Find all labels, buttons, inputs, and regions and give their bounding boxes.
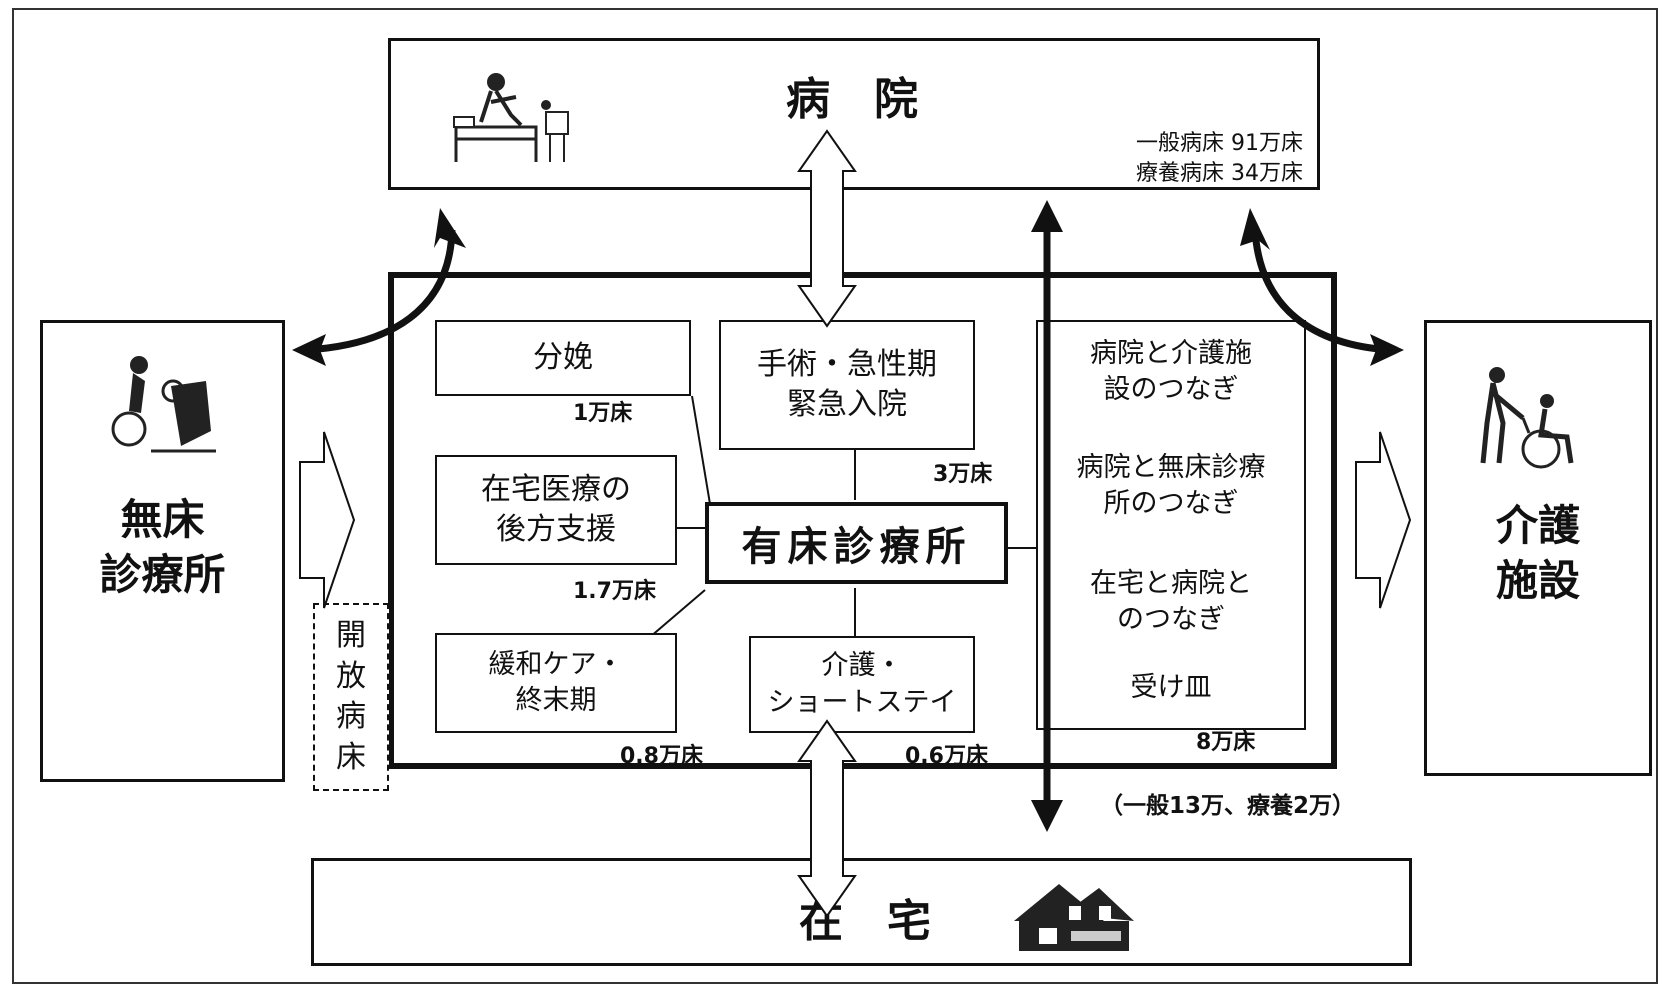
function-box-delivery: 分娩 [435,320,691,396]
function-delivery-label: 分娩 [533,339,593,375]
function-palliative-line2: 終末期 [515,685,597,716]
open-beds-char-2: 放 [336,658,366,694]
center-title-box: 有床診療所 [705,502,1008,584]
connection-breakdown: （一般13万、療養2万） [1100,793,1356,819]
connector-delivery [691,395,714,523]
function-box-palliative: 緩和ケア・ 終末期 [435,633,677,733]
arrowhead-up-hospital [1031,200,1063,232]
diagram-frame [12,8,1658,984]
care-facility-title: 介護 施設 [1427,479,1649,629]
connection-item-1-line1: 病院と介護施 [1090,338,1252,369]
hospital-bed-icon [453,73,569,162]
care-facility-title-line2: 施設 [1495,556,1580,605]
clinic-no-beds-title: 無床 診療所 [43,473,282,623]
function-home-support-line1: 在宅医療の [481,471,631,507]
arrowhead-to-hospital-right [1240,208,1270,250]
function-box-care: 介護・ ショートステイ [749,636,975,733]
care-facility-box: 介護 施設 [1424,320,1652,776]
function-care-beds: 0.6万床 [905,744,988,769]
arrowhead-to-clinic [292,334,326,366]
function-care-line2: ショートステイ [767,686,957,718]
connection-item-3-line1: 在宅と病院と [1090,568,1252,599]
connection-item-4-line1: 受け皿 [1130,672,1212,703]
inpatient-clinic-frame [388,272,1337,769]
hospital-long-term-beds: 療養病床 34万床 [1136,161,1303,186]
hospital-box: 病 院 一般病床 91万床 療養病床 34万床 [388,38,1320,190]
care-facility-title-line1: 介護 [1495,501,1580,551]
connection-item-2-line1: 病院と無床診療 [1076,452,1266,483]
function-box-surgery: 手術・急性期 緊急入院 [719,320,975,450]
open-beds-char-3: 病 [336,699,366,734]
hospital-general-beds: 一般病床 91万床 [1136,131,1303,156]
hollow-arrow-center-home [797,719,857,918]
function-delivery-beds: 1万床 [573,401,633,426]
function-surgery-line1: 手術・急性期 [757,346,937,382]
hollow-arrow-clinic-center [299,431,356,609]
connection-beds: 8万床 [1196,730,1256,755]
hospital-title: 病 院 [786,74,918,125]
function-box-home-support: 在宅医療の 後方支援 [435,455,677,565]
connection-item-3-line2: のつなぎ [1117,604,1225,636]
wheelchair-icon [1480,367,1574,469]
open-beds-char-4: 床 [336,739,366,775]
open-beds-box: 開 放 病 床 [313,603,389,791]
open-beds-char-1: 開 [336,618,366,653]
function-home-support-beds: 1.7万床 [573,579,656,604]
arrowhead-down-home [1031,800,1063,832]
function-surgery-line2: 緊急入院 [787,387,907,422]
clinic-no-beds-box: 無床 診療所 [40,320,285,782]
function-home-support-line2: 後方支援 [496,512,616,547]
center-title: 有床診療所 [741,524,972,570]
connection-item-3: 在宅と病院と のつなぎ [1038,566,1304,639]
house-icon [1014,884,1134,951]
doctor-consultation-icon [111,356,216,453]
function-surgery-beds: 3万床 [933,462,993,487]
curved-arrow-hospital-clinic [305,229,456,354]
connection-item-2: 病院と無床診療 所のつなぎ [1038,450,1304,523]
home-box: 在 宅 [311,858,1412,966]
hollow-arrow-center-care [1355,431,1412,609]
function-palliative-beds: 0.8万床 [620,744,703,769]
clinic-no-beds-title-line2: 診療所 [99,550,226,599]
connection-item-4: 受け皿 [1038,670,1304,706]
hollow-arrow-hospital-center [797,129,857,328]
curved-arrow-hospital-care [1251,229,1391,354]
connection-item-1-line2: 設のつなぎ [1103,374,1239,406]
arrowhead-to-care [1370,334,1404,366]
connection-roles-box: 病院と介護施 設のつなぎ 病院と無床診療 所のつなぎ 在宅と病院と のつなぎ 受… [1036,320,1306,730]
function-palliative-line1: 緩和ケア・ [488,648,624,680]
clinic-no-beds-title-line1: 無床 [120,495,205,545]
connection-item-1: 病院と介護施 設のつなぎ [1038,336,1304,409]
function-care-line1: 介護・ [821,650,903,682]
arrowhead-to-hospital-left [434,208,466,248]
connection-item-2-line2: 所のつなぎ [1103,488,1239,520]
